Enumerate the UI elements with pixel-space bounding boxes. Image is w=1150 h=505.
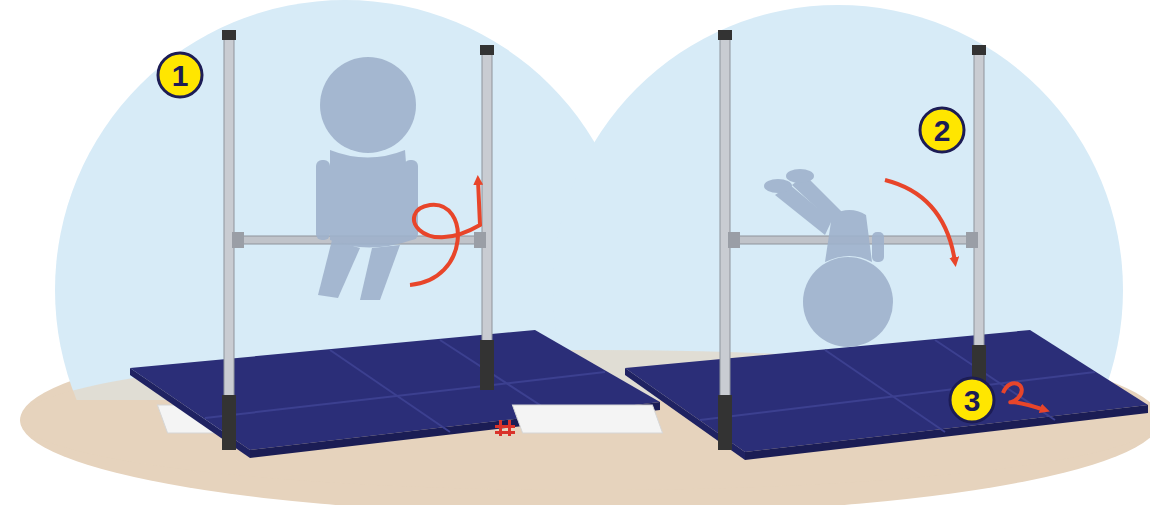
callout-circle [920, 108, 964, 152]
callout-number: 3 [964, 386, 981, 416]
motion-arrow [410, 180, 480, 285]
mat [625, 330, 1148, 452]
callout-number: 2 [934, 116, 951, 146]
child-silhouette [764, 169, 893, 347]
callout-circle [950, 378, 994, 422]
child-silhouette [316, 57, 418, 300]
motion-arrow [885, 180, 955, 262]
motion-arrow [1003, 383, 1045, 410]
callout-number: 1 [172, 61, 189, 91]
callout-circle [158, 53, 202, 97]
